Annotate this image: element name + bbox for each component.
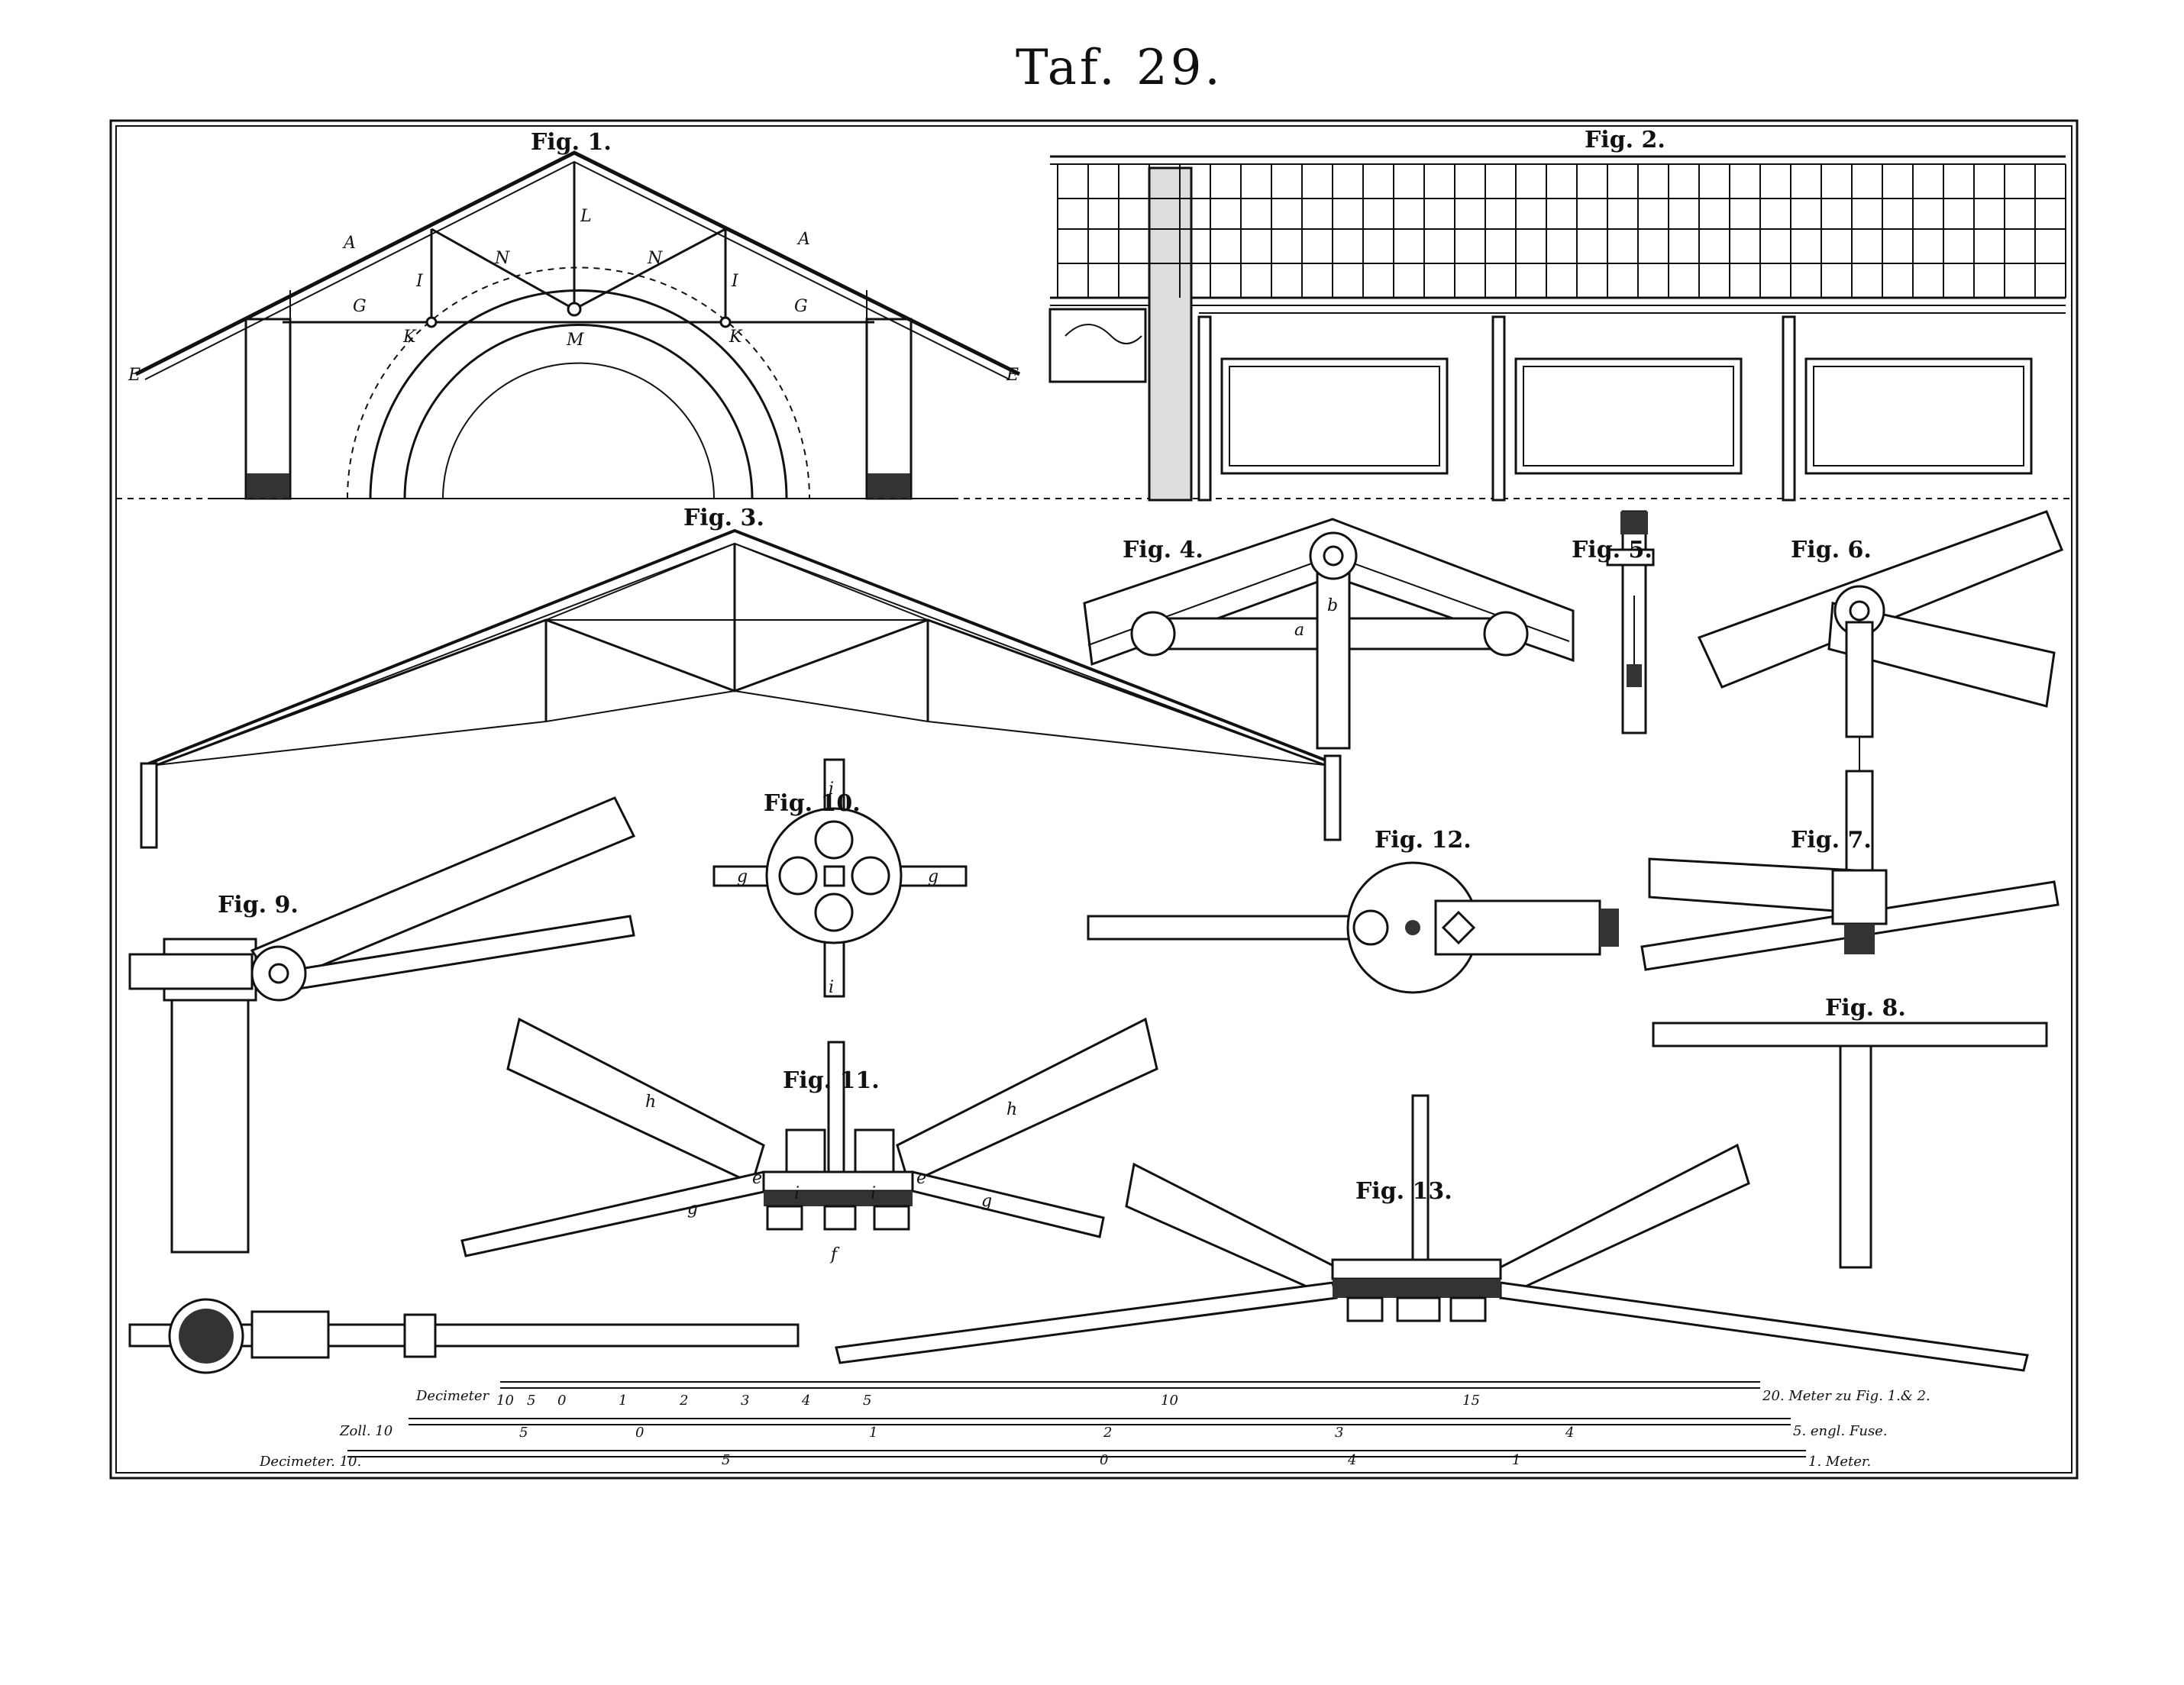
svg-text:0: 0 (1100, 1452, 1108, 1468)
svg-text:E: E (128, 366, 141, 385)
svg-text:5: 5 (519, 1425, 528, 1441)
svg-text:e: e (916, 1169, 926, 1188)
svg-text:Decimeter: Decimeter (415, 1388, 490, 1404)
fig8-label: Fig. 8. (1825, 995, 1906, 1022)
svg-text:E: E (1006, 366, 1019, 385)
svg-text:20. Meter zu Fig. 1.& 2.: 20. Meter zu Fig. 1.& 2. (1762, 1388, 1930, 1404)
fig7-label: Fig. 7. (1791, 827, 1872, 854)
svg-text:i: i (829, 780, 834, 799)
svg-text:h: h (645, 1093, 656, 1112)
svg-text:4: 4 (1347, 1452, 1356, 1468)
svg-text:2: 2 (1103, 1425, 1112, 1441)
svg-text:i: i (871, 1184, 876, 1203)
svg-text:L: L (580, 207, 592, 226)
fig4-ridge-joint (1083, 518, 1575, 750)
svg-text:1. Meter.: 1. Meter. (1808, 1454, 1871, 1470)
svg-text:M: M (566, 331, 584, 350)
plate-frame (109, 119, 2079, 1480)
svg-text:4: 4 (801, 1393, 810, 1409)
fig9-label: Fig. 9. (218, 892, 299, 918)
fig12-hub-plate (1087, 861, 1619, 994)
svg-text:K: K (402, 328, 417, 347)
svg-text:f: f (829, 1245, 840, 1264)
svg-text:i: i (829, 978, 834, 997)
fig2-glazing-grid (1057, 164, 2066, 298)
plate-inner-frame (115, 125, 2073, 1474)
svg-text:2: 2 (679, 1393, 688, 1409)
fig9-plan-view (128, 1298, 800, 1374)
fig5-label: Fig. 5. (1572, 537, 1653, 563)
svg-text:15: 15 (1462, 1393, 1480, 1409)
svg-text:N: N (494, 249, 510, 268)
svg-text:0: 0 (635, 1425, 644, 1441)
fig11-central-joint (460, 1017, 1158, 1257)
svg-text:0: 0 (557, 1393, 566, 1409)
fig10-label: Fig. 10. (764, 790, 861, 817)
svg-text:A: A (342, 234, 356, 253)
fig1-letters: A A L N N I I G G K K M E E (128, 207, 1019, 385)
svg-text:5. engl. Fuse.: 5. engl. Fuse. (1793, 1423, 1888, 1439)
svg-text:10: 10 (496, 1393, 514, 1409)
fig1-roof-truss (134, 150, 1021, 500)
fig4-letter-a: a (1294, 621, 1304, 640)
svg-text:g: g (737, 867, 748, 886)
scale-bar-3: Decimeter. 10. 1. Meter. 5 0 4 1 (259, 1450, 1871, 1470)
svg-text:g: g (981, 1192, 992, 1211)
fig4-label: Fig. 4. (1123, 537, 1203, 563)
svg-text:10: 10 (1161, 1393, 1178, 1409)
fig6-ridge-joint (1697, 510, 2063, 771)
svg-text:Zoll. 10: Zoll. 10 (339, 1423, 393, 1439)
svg-text:I: I (415, 272, 424, 291)
svg-text:h: h (1006, 1100, 1017, 1119)
fig7-tie-joint (1640, 770, 2060, 971)
fig6-label: Fig. 6. (1791, 537, 1872, 563)
svg-text:5: 5 (863, 1393, 871, 1409)
svg-text:A: A (796, 230, 810, 249)
fig13-central-joint (835, 1094, 2029, 1372)
svg-text:i: i (794, 1184, 800, 1203)
fig12-label: Fig. 12. (1375, 827, 1472, 854)
scale-bar-2: Zoll. 10 5. engl. Fuse. 5 0 1 2 3 4 (339, 1418, 1888, 1441)
svg-text:5: 5 (527, 1393, 535, 1409)
svg-text:1: 1 (619, 1393, 627, 1409)
svg-text:N: N (647, 249, 663, 268)
svg-text:4: 4 (1565, 1425, 1574, 1441)
svg-text:5: 5 (722, 1452, 730, 1468)
svg-text:1: 1 (1512, 1452, 1520, 1468)
fig4-letter-b: b (1327, 596, 1338, 615)
svg-text:G: G (353, 297, 367, 316)
svg-text:g: g (687, 1199, 698, 1219)
fig13-label: Fig. 13. (1355, 1178, 1452, 1205)
fig2-elevation (1048, 155, 2066, 502)
fig10-hub-plate (712, 758, 968, 998)
svg-text:I: I (731, 272, 739, 291)
svg-text:3: 3 (1335, 1425, 1343, 1441)
svg-text:3: 3 (741, 1393, 749, 1409)
fig1-label: Fig. 1. (531, 129, 612, 156)
fig9-shoe-joint (128, 796, 636, 1254)
svg-text:G: G (794, 297, 808, 316)
fig3-label: Fig. 3. (683, 505, 764, 531)
svg-text:e: e (752, 1169, 762, 1188)
scale-bar-1: Decimeter 20. Meter zu Fig. 1.& 2. 10 5 … (415, 1381, 1930, 1409)
svg-text:g: g (928, 867, 939, 886)
svg-text:Decimeter. 10.: Decimeter. 10. (259, 1454, 361, 1470)
fig2-label: Fig. 2. (1585, 127, 1665, 153)
fig10-letters: i i g g (737, 780, 939, 997)
fig3-long-truss (140, 528, 1342, 849)
plate-title: Taf. 29. (1016, 40, 1223, 96)
svg-text:1: 1 (869, 1425, 877, 1441)
fig11-label: Fig. 11. (783, 1067, 880, 1094)
fig5-bolt-detail (1606, 510, 1655, 734)
svg-text:K: K (729, 328, 743, 347)
fig8-t-section (1652, 1022, 2048, 1269)
